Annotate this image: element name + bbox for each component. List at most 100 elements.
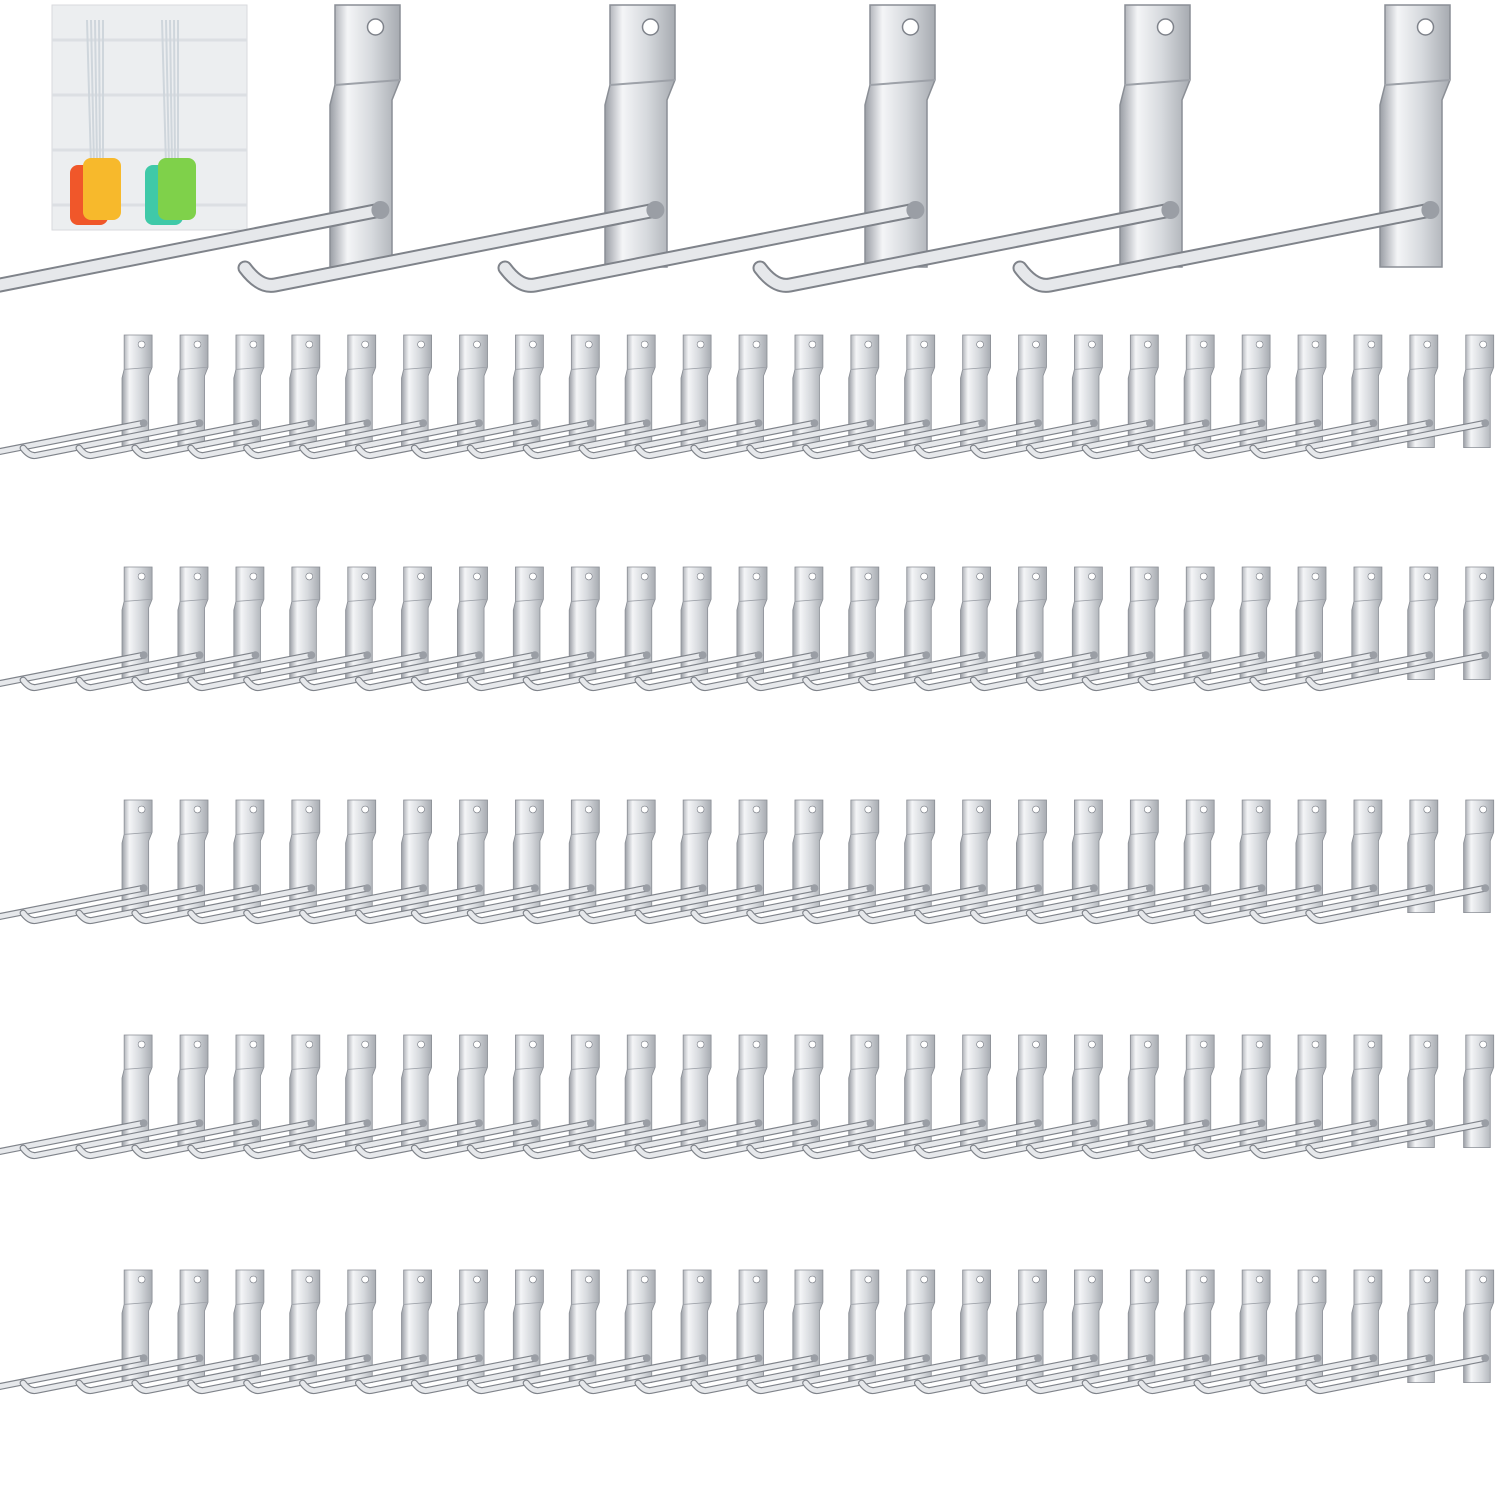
plate-bend — [627, 598, 656, 602]
hook-rod — [356, 652, 538, 690]
rod-weld — [251, 419, 260, 428]
small-hook — [187, 799, 377, 925]
small-hook — [802, 334, 991, 460]
mount-hole — [1479, 1040, 1487, 1049]
mount-hole — [920, 1275, 928, 1284]
hook-rod — [1082, 1120, 1265, 1158]
plate-bend — [403, 366, 432, 370]
plate-bend — [906, 598, 935, 602]
plate-bend — [609, 79, 676, 86]
hook-rod — [859, 420, 1041, 458]
mount-hole — [696, 1275, 705, 1284]
small-hook — [802, 566, 991, 692]
mount-hole — [1144, 572, 1152, 581]
hook-rod — [1306, 1355, 1488, 1393]
hook-backplate — [1463, 799, 1495, 914]
small-hook — [1193, 566, 1383, 692]
mount-hole — [976, 1040, 984, 1049]
plate-bend — [1465, 1301, 1494, 1305]
plate-bend — [683, 1066, 712, 1070]
small-hook — [187, 1034, 377, 1160]
mount-hole — [752, 805, 761, 814]
hook-rod — [747, 1355, 929, 1393]
hook-rod — [579, 1355, 761, 1393]
rod-weld — [810, 1354, 819, 1363]
hook-rod — [1082, 652, 1265, 690]
small-hook — [578, 1269, 768, 1395]
hook-rod — [20, 420, 202, 458]
rod-weld — [1034, 884, 1042, 893]
plate-bend — [1409, 366, 1438, 370]
rod-weld — [1146, 419, 1154, 428]
spatula-handle — [86, 19, 92, 166]
mount-hole — [696, 1040, 705, 1049]
plate-bend — [794, 598, 823, 602]
small-hook — [634, 1269, 824, 1395]
rod-weld — [1425, 1354, 1434, 1363]
rod-weld — [978, 419, 987, 428]
rod-weld — [642, 1354, 651, 1363]
large-hook — [1012, 4, 1451, 293]
mount-hole — [1032, 1275, 1040, 1284]
plate-bend — [180, 831, 209, 835]
plate-bend — [739, 1066, 768, 1070]
hook-backplate — [864, 4, 936, 268]
small-hook — [690, 334, 880, 460]
small-hook — [578, 799, 768, 925]
hook-rod — [132, 652, 314, 690]
plate-bend — [1130, 366, 1159, 370]
hook-backplate — [329, 4, 401, 268]
plate-bend — [347, 1066, 376, 1070]
hook-rod — [300, 1120, 482, 1158]
rod-weld — [1146, 1354, 1154, 1363]
hook-rod — [412, 652, 594, 690]
mount-hole — [361, 1275, 369, 1284]
plate-bend — [1242, 1301, 1271, 1305]
mount-hole — [1367, 572, 1376, 581]
hook-rod — [1082, 420, 1265, 458]
hook-rod — [76, 652, 258, 690]
plate-bend — [1018, 598, 1047, 602]
rod-weld — [1369, 1119, 1378, 1128]
mount-hole — [1367, 1040, 1376, 1049]
rod-weld — [251, 884, 260, 893]
rod-weld — [906, 201, 925, 219]
mount-hole — [1423, 340, 1432, 349]
plate-bend — [403, 1066, 432, 1070]
hook-rod — [579, 885, 761, 923]
rod-weld — [1481, 651, 1490, 660]
rod-weld — [978, 884, 987, 893]
rod-weld — [698, 884, 707, 893]
mount-hole — [1311, 572, 1320, 581]
hook-rod — [691, 420, 873, 458]
mount-hole — [1423, 572, 1432, 581]
rod-weld — [1034, 1354, 1042, 1363]
mount-hole — [1311, 805, 1320, 814]
hook-rod — [467, 1355, 650, 1393]
hook-row — [0, 1034, 1495, 1160]
mount-hole — [417, 1040, 425, 1049]
plate-bend — [1409, 831, 1438, 835]
small-hook — [746, 799, 936, 925]
plate-bend — [571, 1066, 600, 1070]
rod-weld — [1481, 1119, 1490, 1128]
plate-bend — [683, 1301, 712, 1305]
small-hook — [1193, 1269, 1383, 1395]
rod-weld — [307, 419, 316, 428]
rod-weld — [866, 651, 875, 660]
small-hook — [969, 799, 1159, 925]
spatula-head — [83, 158, 121, 220]
hook-rod — [1250, 1120, 1432, 1158]
rod-weld — [1201, 419, 1210, 428]
rod-weld — [1146, 651, 1154, 660]
rod-weld — [1369, 651, 1378, 660]
mount-hole — [1423, 805, 1432, 814]
hook-rod — [1026, 1120, 1209, 1158]
small-hook — [410, 566, 600, 692]
mount-hole — [920, 340, 928, 349]
rod-weld — [475, 651, 483, 660]
plate-bend — [1074, 1066, 1103, 1070]
rod-weld — [195, 1354, 204, 1363]
small-hook — [634, 1034, 824, 1160]
plate-bend — [347, 366, 376, 370]
